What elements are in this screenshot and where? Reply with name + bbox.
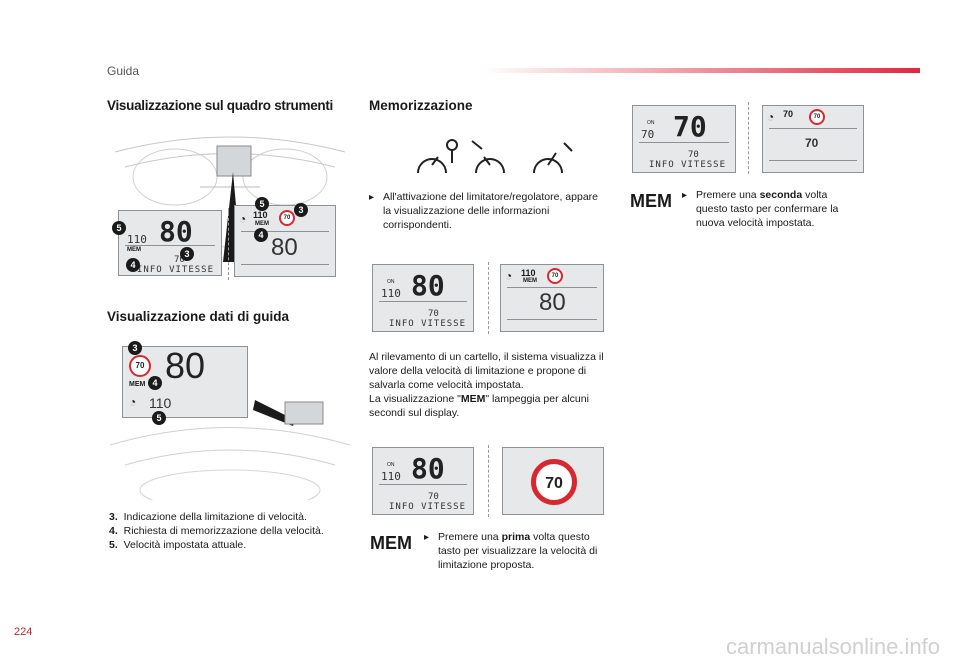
badge-3: 3 [128,341,142,355]
badge-5: 5 [255,197,269,211]
cluster-popup-display: ◔ 110 MEM 70 80 [234,205,336,277]
display-sign: 70 [502,447,604,515]
mem-button-label: MEM [370,533,412,553]
bullet-second-press: ▸ Premere una seconda volta questo tasto… [682,189,839,229]
heading-memorization: Memorizzazione [369,98,473,113]
section-title: Guida [107,64,140,78]
bullet-activation: ▸ All'attivazione del limitatore/regolat… [369,191,598,231]
speedometer-icon: ◔ [239,212,247,226]
watermark: carmanualsonline.info [725,634,940,659]
header-accent-bar [480,68,920,73]
display-mem-popup: ◔ 110 MEM 70 80 [500,264,604,332]
badge-3: 3 [294,203,308,217]
legend-item: 4. Richiesta di memorizzazione della vel… [109,525,324,537]
adaptive-icon [533,142,573,174]
speedometer-icon: ◔ [129,395,137,409]
speedometer-icons [417,139,573,174]
display-limiter-70: ON 70 70 70 INFO VITESSE [632,105,736,173]
bullet-first-press: ▸ Premere una prima volta questo tasto p… [424,531,598,571]
badge-3: 3 [180,247,194,261]
speedometer-icon: ◔ [767,110,775,124]
windshield-illustration [109,400,351,500]
display-confirm-70: ◔ 70 70 70 [762,105,864,173]
bullet-icon: ▸ [682,190,688,201]
speedometer-icon: ◔ [505,269,513,283]
legend-item: 3. Indicazione della limitazione di velo… [109,511,307,523]
separator [228,208,229,280]
mem-button-label: MEM [630,191,672,211]
badge-4: 4 [126,258,140,272]
separator [488,262,489,334]
paragraph-sign-detection: Al rilevamento di un cartello, il sistem… [369,351,604,419]
page-number: 224 [14,626,33,638]
legend-item: 5. Velocità impostata attuale. [109,539,247,551]
limiter-icon [417,139,458,174]
hud-display: 70 80 MEM ◔ 110 [122,345,248,418]
bullet-icon: ▸ [369,192,375,203]
badge-5: 5 [112,221,126,235]
legend-list: 3. Indicazione della limitazione di velo… [109,510,354,552]
heading-driving-data: Visualizzazione dati di guida [107,309,290,324]
cruise-icon [471,140,505,174]
display-limiter: ON 110 80 70 INFO VITESSE [372,264,474,332]
bullet-icon: ▸ [424,532,430,543]
badge-5: 5 [152,411,166,425]
separator [488,445,489,517]
separator [748,102,749,174]
heading-instrument-panel: Visualizzazione sul quadro strumenti [107,98,333,113]
badge-4: 4 [148,376,162,390]
display-limiter: ON 110 80 70 INFO VITESSE [372,447,474,515]
badge-4: 4 [254,228,268,242]
